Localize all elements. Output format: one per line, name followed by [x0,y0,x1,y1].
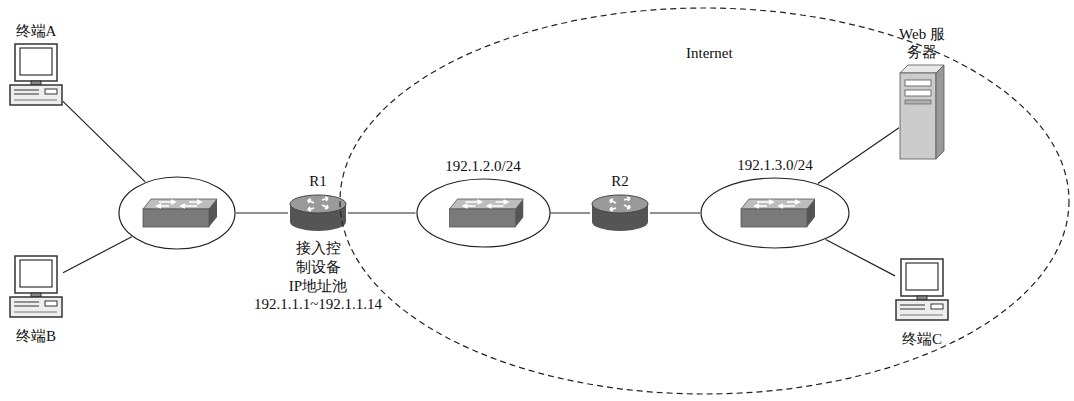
internet-region: Internet 192.1.2.0/24R2 Web 服务器 192.1.3.0/2… [338,6,1071,396]
node-label: 终端A [16,22,57,41]
pc-icon [895,258,949,322]
router-node: R1 接入控 制设备IP地址池192.1.1.1~192.1.1.14 [254,172,382,314]
network-link [236,212,288,213]
terminal-node: 终端B [9,255,63,346]
network-link [348,212,416,213]
pc-icon [9,43,63,107]
switch-icon [416,178,551,248]
router-node: R2 [590,172,650,235]
network-link [818,128,899,184]
region-label: Internet [686,44,733,63]
node-label: R2 [611,172,629,191]
router-icon [288,193,348,233]
node-label: Web 服务器 [898,25,946,63]
network-link [63,237,132,273]
node-label: IP地址池 [289,277,347,296]
switch-icon [118,176,236,250]
network-link [826,240,895,276]
node-label: R1 [309,172,327,191]
terminal-node: 终端C [895,258,949,349]
node-label: 192.1.1.1~192.1.1.14 [254,295,382,314]
node-label: 192.1.2.0/24 [445,157,520,176]
server-icon [899,64,945,160]
region-outline [340,8,1069,394]
switch-node: 192.1.3.0/24 [700,156,850,251]
network-link [650,212,700,213]
switch-node [118,176,236,252]
switch-node: 192.1.2.0/24 [416,157,551,250]
node-label: 接入控 制设备 [293,239,343,277]
network-link [63,101,145,181]
router-icon [590,193,650,233]
pc-icon [9,255,63,319]
terminal-node: 终端A [9,22,63,109]
switch-icon [700,177,850,249]
server-node: Web 服务器 [898,25,946,163]
node-label: 终端B [16,327,56,346]
node-label: 192.1.3.0/24 [737,156,812,175]
network-link [551,212,591,213]
node-label: 终端C [902,330,942,349]
